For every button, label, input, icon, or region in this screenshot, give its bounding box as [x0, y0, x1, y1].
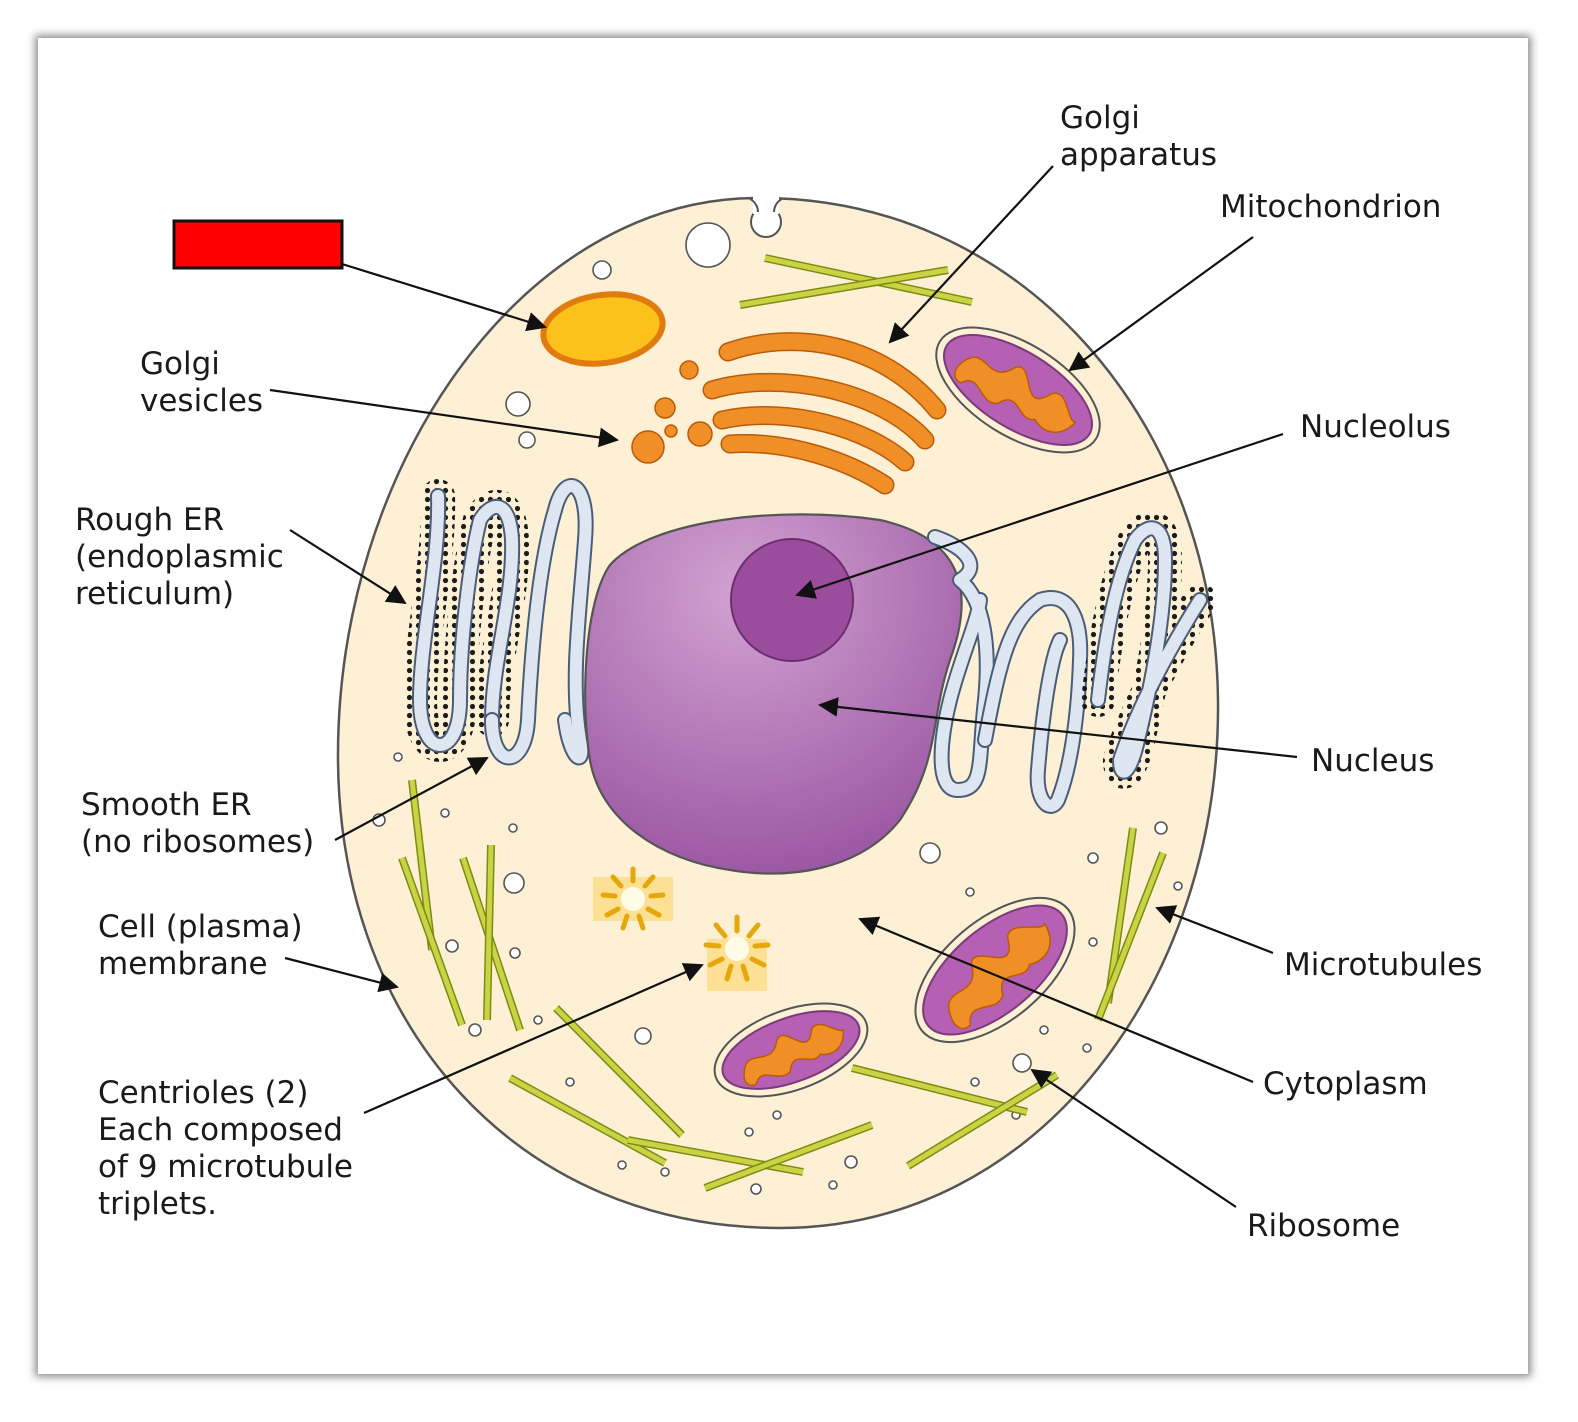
label-centrioles-2: Each composed — [98, 1112, 343, 1148]
leader-lines — [269, 165, 1298, 1208]
mitochondrion-bottom — [713, 1002, 869, 1098]
label-cytoplasm: Cytoplasm — [1263, 1066, 1428, 1102]
label-nucleolus: Nucleolus — [1300, 409, 1451, 445]
label-rough-er: Rough ER — [75, 502, 224, 538]
lysosome — [540, 291, 666, 367]
label-centrioles-4: triplets. — [98, 1186, 217, 1222]
label-golgi-vesicles-2: vesicles — [140, 383, 263, 419]
golgi-vesicles — [631, 360, 713, 464]
rough-er-right — [1081, 511, 1217, 789]
label-rough-er-3: reticulum) — [75, 576, 234, 612]
smooth-er-left — [484, 478, 594, 766]
label-mitochondrion: Mitochondrion — [1220, 189, 1441, 225]
label-golgi-apparatus: Golgi — [1060, 100, 1140, 136]
label-cell-membrane-2: membrane — [98, 946, 268, 982]
hidden-label-box — [172, 219, 344, 270]
label-golgi-vesicles: Golgi — [140, 346, 220, 382]
label-nucleus: Nucleus — [1311, 743, 1434, 779]
centriole-1 — [593, 866, 673, 931]
label-centrioles-3: of 9 microtubule — [98, 1149, 353, 1185]
label-smooth-er-2: (no ribosomes) — [81, 824, 314, 860]
rough-er-left — [403, 479, 530, 762]
label-ribosome: Ribosome — [1247, 1208, 1400, 1244]
vesicles — [372, 222, 1183, 1195]
label-smooth-er: Smooth ER — [81, 787, 252, 823]
nucleolus — [730, 538, 854, 662]
label-cell-membrane: Cell (plasma) — [98, 909, 303, 945]
label-microtubules: Microtubules — [1284, 947, 1482, 983]
centriole-2 — [703, 914, 771, 991]
golgi-apparatus — [702, 332, 947, 495]
label-golgi-apparatus-2: apparatus — [1060, 137, 1217, 173]
microtubules — [398, 254, 1167, 1192]
nucleus — [584, 513, 963, 875]
mitochondrion-top — [935, 326, 1101, 454]
label-rough-er-2: (endoplasmic — [75, 539, 284, 575]
label-centrioles: Centrioles (2) — [98, 1075, 308, 1111]
smooth-er-right — [927, 529, 1089, 814]
